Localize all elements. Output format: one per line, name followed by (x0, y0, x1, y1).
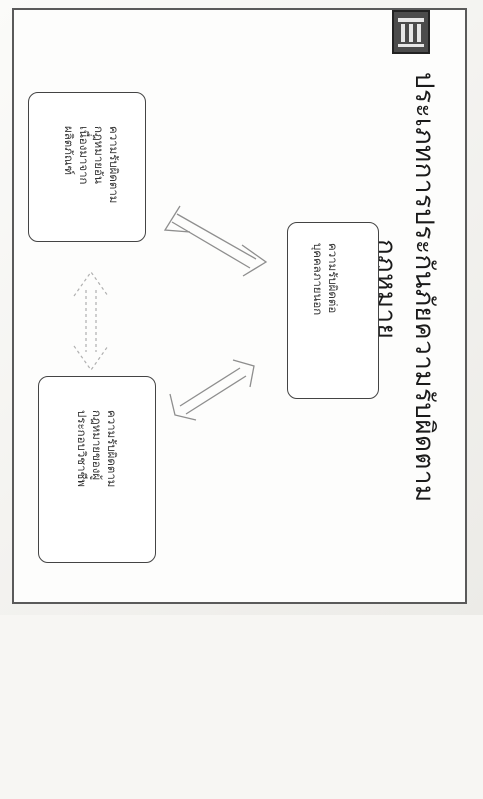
institution-logo-icon (392, 10, 430, 54)
dashed-arrow-top-bottom (73, 270, 109, 372)
connector-arrows (73, 205, 268, 421)
bottom-box: ความรับผิดตาม กฎหมายของผู้ ประกอบวิชาชีพ (38, 376, 156, 563)
top-box: ความรับผิดตาม กฎหมายอัน เนื่องมาจาก ผลิต… (28, 92, 146, 242)
double-arrow-center-bottom (169, 359, 255, 421)
double-arrow-center-top (163, 205, 268, 277)
center-box: ความรับผิดต่อ บุคคลภายนอก (287, 222, 379, 399)
